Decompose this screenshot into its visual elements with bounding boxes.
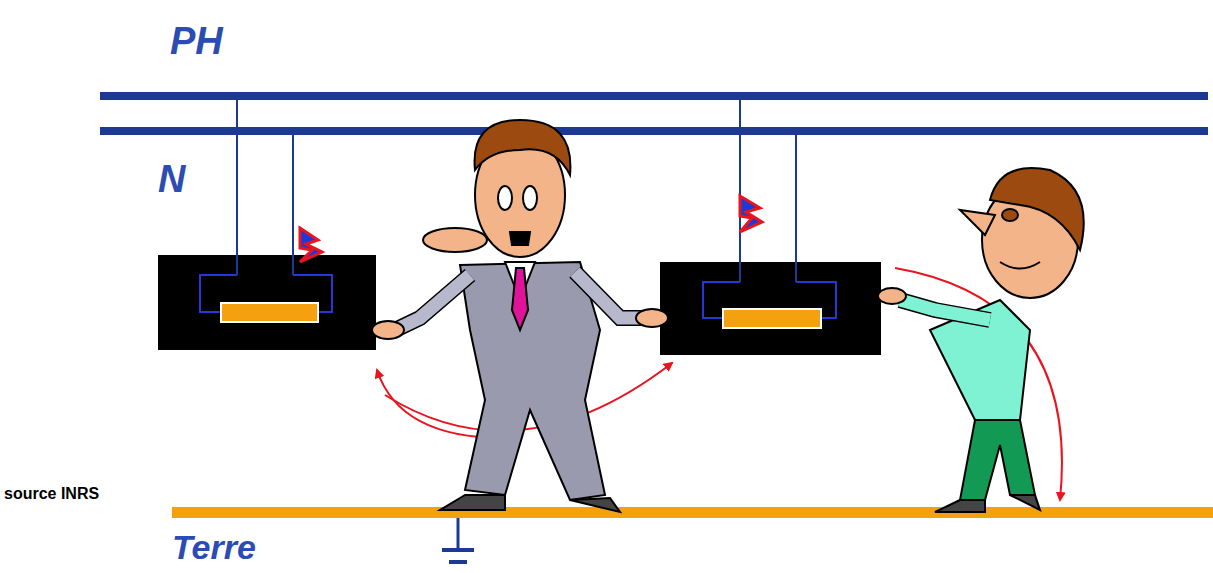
phase-line	[100, 92, 1208, 100]
source-note: source INRS	[4, 486, 99, 502]
neutral-line	[100, 127, 1208, 135]
person-pointing	[878, 168, 1084, 512]
phase-label: PH	[170, 22, 223, 60]
appliance-1	[158, 96, 376, 350]
earth-bar	[172, 507, 1213, 518]
current-path	[895, 268, 1062, 500]
earth-symbol	[442, 518, 474, 562]
neutral-label: N	[158, 160, 185, 198]
person-worried	[372, 120, 668, 512]
earth-label: Terre	[172, 530, 256, 564]
appliance-2	[660, 96, 881, 355]
